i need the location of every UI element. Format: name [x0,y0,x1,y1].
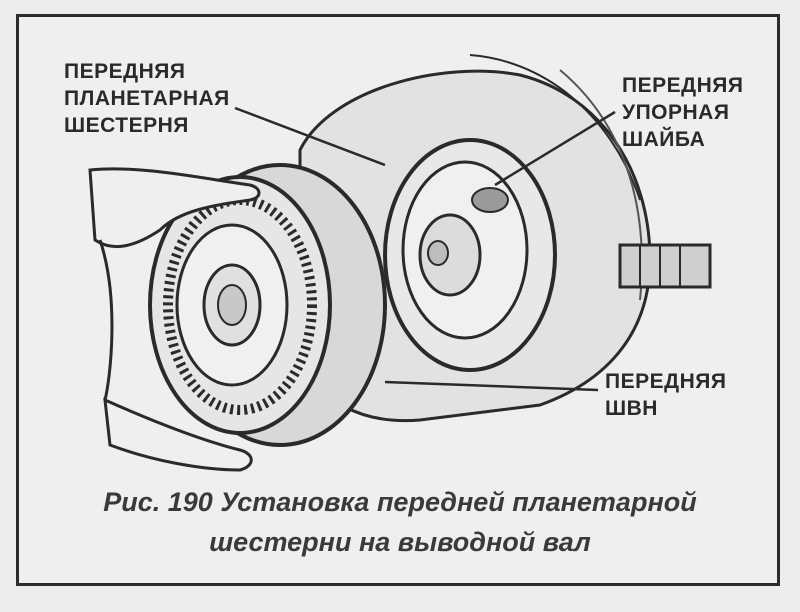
planetary-gear [148,163,387,447]
output-shaft [618,243,712,289]
leader-shvn [384,380,599,392]
label-planetary-gear: ПЕРЕДНЯЯ ПЛАНЕТАРНАЯ ШЕСТЕРНЯ [64,60,230,137]
upper-hand [88,167,261,249]
label-shvn: ПЕРЕДНЯЯ ШВН [605,370,727,420]
leader-planetary [234,106,386,167]
figure-caption: Рис. 190 Установка передней планетарной … [0,482,800,562]
sleeve [98,239,114,401]
thrust-washer [471,187,509,213]
hub-center [427,240,449,266]
label-thrust-washer: ПЕРЕДНЯЯ УПОРНАЯ ШАЙБА [622,74,744,151]
leader-washer [494,110,616,187]
lower-hand [103,397,253,472]
hub [418,213,482,297]
caption-line-1: Рис. 190 Установка передней планетарной [103,487,697,517]
caption-line-2: шестерни на выводной вал [209,527,591,557]
